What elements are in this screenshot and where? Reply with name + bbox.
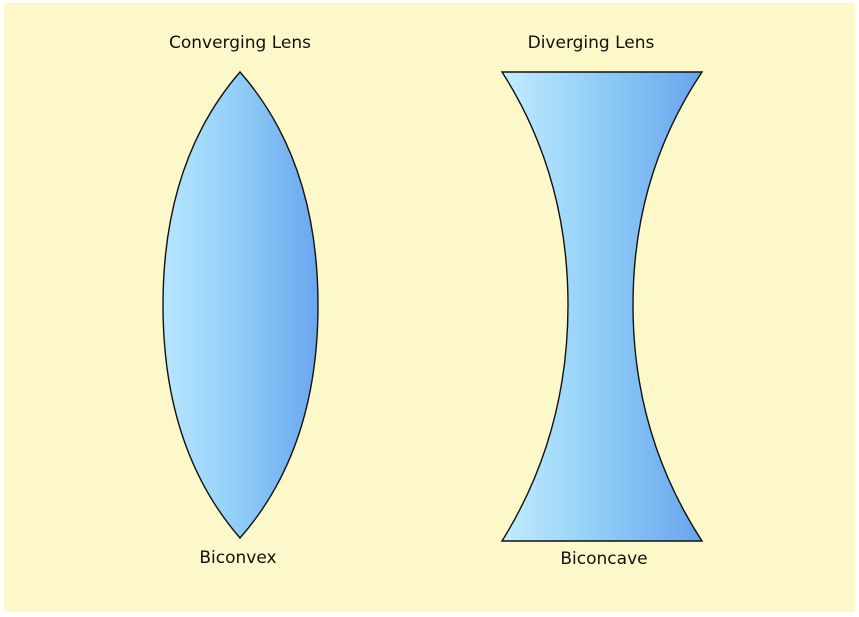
converging-lens-title: Converging Lens [168, 33, 312, 53]
biconvex-caption: Biconvex [199, 548, 277, 568]
biconcave-lens [500, 71, 704, 542]
biconcave-caption: Biconcave [560, 549, 648, 569]
diverging-lens-title: Diverging Lens [527, 33, 655, 53]
diagram-background [4, 3, 855, 612]
biconvex-lens [162, 70, 319, 540]
